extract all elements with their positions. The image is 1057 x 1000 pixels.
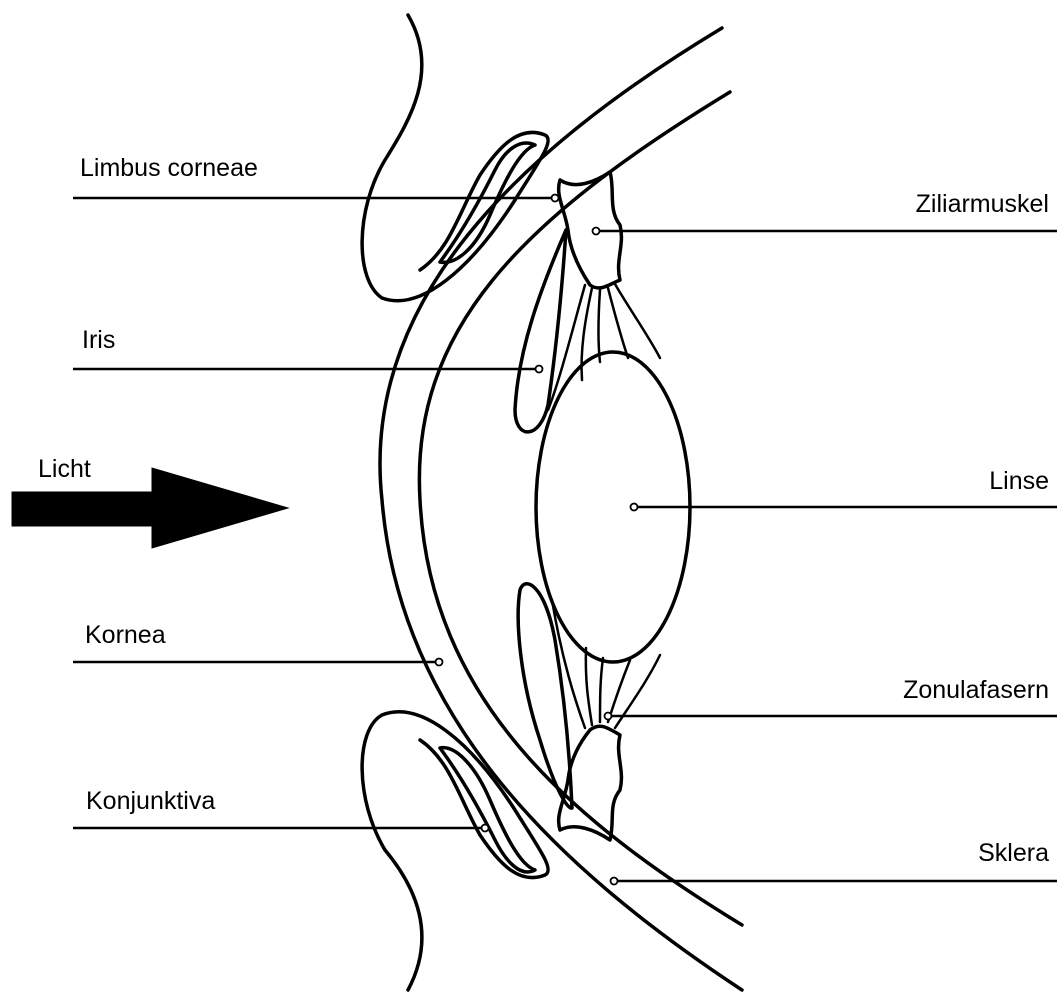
label-kornea: Kornea — [85, 620, 166, 650]
pointer-dot-sklera — [611, 878, 618, 885]
zonule-fibers-lower — [552, 600, 660, 728]
pointer-dot-konjunktiva — [482, 825, 489, 832]
pointer-dot-zonulafasern — [605, 713, 612, 720]
label-zonulafasern: Zonulafasern — [903, 675, 1049, 705]
label-ziliarmuskel: Ziliarmuskel — [916, 189, 1049, 219]
label-linse: Linse — [989, 466, 1049, 496]
pointer-dot-iris — [536, 366, 543, 373]
pointer-dot-limbus-corneae — [552, 195, 559, 202]
label-konjunktiva: Konjunktiva — [86, 786, 215, 816]
pointer-dot-linse — [631, 504, 638, 511]
pointer-dot-ziliarmuskel — [593, 228, 600, 235]
cornea-outer-surface — [380, 28, 742, 990]
label-sklera: Sklera — [978, 838, 1049, 868]
label-limbus-corneae: Limbus corneae — [80, 153, 258, 183]
zonule-fibers-upper — [548, 284, 660, 410]
upper-conjunctiva-fold — [440, 143, 535, 262]
label-licht: Licht — [38, 454, 91, 484]
pointer-dot-kornea — [436, 659, 443, 666]
label-iris: Iris — [82, 325, 115, 355]
